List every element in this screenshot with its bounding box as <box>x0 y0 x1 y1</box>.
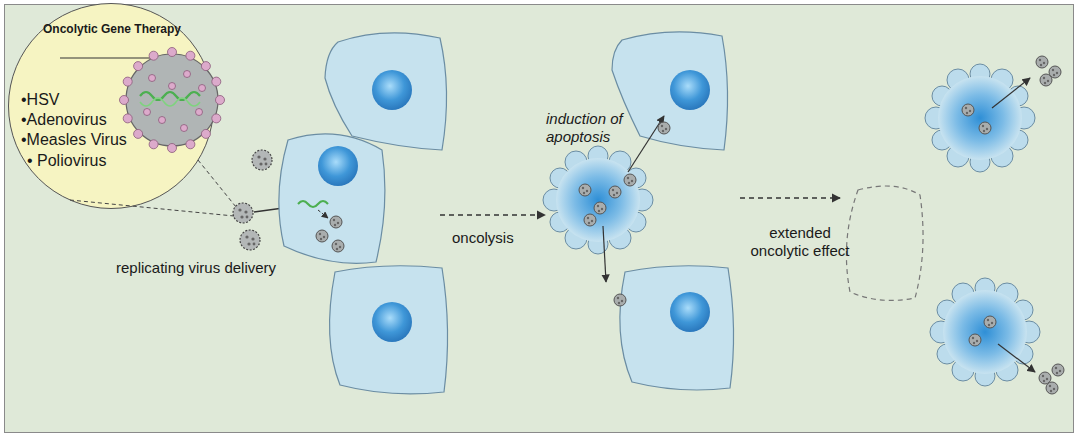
step-label: replicating virus delivery <box>116 259 316 277</box>
virus-list-item: •Adenovirus <box>21 110 131 129</box>
therapy-circle: Oncolytic Gene Therapy •HSV•Adenovirus•Me… <box>8 3 214 209</box>
circle-heading: Oncolytic Gene Therapy <box>9 22 215 36</box>
step-label: oncolysis <box>452 229 542 247</box>
step-label: induction of apoptosis <box>546 110 646 146</box>
step-label: extended oncolytic effect <box>742 224 858 260</box>
virus-list-item: • Poliovirus <box>27 151 137 170</box>
virus-list-item: •Measles Virus <box>21 130 141 149</box>
virus-list-item: •HSV <box>21 90 131 109</box>
